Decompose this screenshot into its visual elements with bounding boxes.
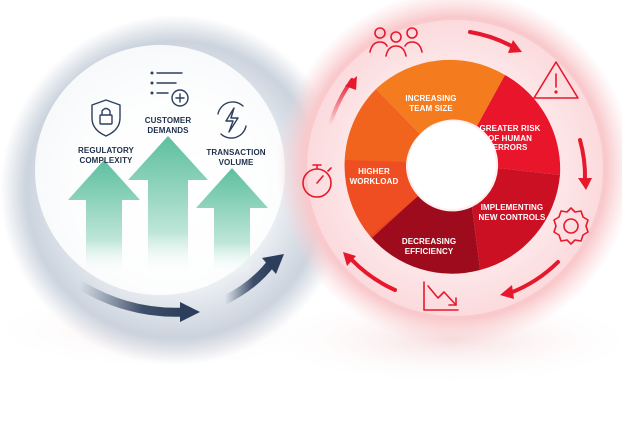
label-implementing-controls: IMPLEMENTING NEW CONTROLS <box>478 203 546 222</box>
label-regulatory-complexity: REGULATORY COMPLEXITY <box>78 146 134 165</box>
label-customer-demands: CUSTOMER DEMANDS <box>144 116 192 135</box>
warning-icon <box>533 61 579 99</box>
gear-icon <box>553 207 589 245</box>
label-decreasing-efficiency: DECREASING EFFICIENCY <box>401 237 457 256</box>
segment-greater-risk <box>477 75 561 175</box>
lock-shield-icon <box>91 99 121 137</box>
right-cycle-ring <box>344 59 561 274</box>
left-cycle-arrows <box>75 254 284 322</box>
stopwatch-icon <box>302 164 332 198</box>
arrow-transaction <box>196 168 268 275</box>
segment-decreasing-efficiency <box>370 196 480 274</box>
label-greater-risk: GREATER RISK OF HUMAN ERRORS <box>479 124 541 152</box>
segment-increasing-team-size <box>376 59 505 135</box>
label-increasing-team-size: INCREASING TEAM SIZE <box>405 94 457 113</box>
right-cycle-arrows <box>328 30 592 299</box>
growth-arrows <box>68 136 268 275</box>
label-transaction-volume: TRANSACTION VOLUME <box>206 148 266 167</box>
label-higher-workload: HIGHER WORKLOAD <box>349 167 399 186</box>
team-icon <box>369 27 423 57</box>
list-add-icon <box>150 71 189 107</box>
segment-implementing-controls <box>472 168 560 270</box>
lightning-cycle-icon <box>217 101 247 139</box>
arrow-regulatory <box>68 160 140 275</box>
arrow-customer <box>128 136 208 275</box>
downtrend-chart-icon <box>423 281 459 311</box>
